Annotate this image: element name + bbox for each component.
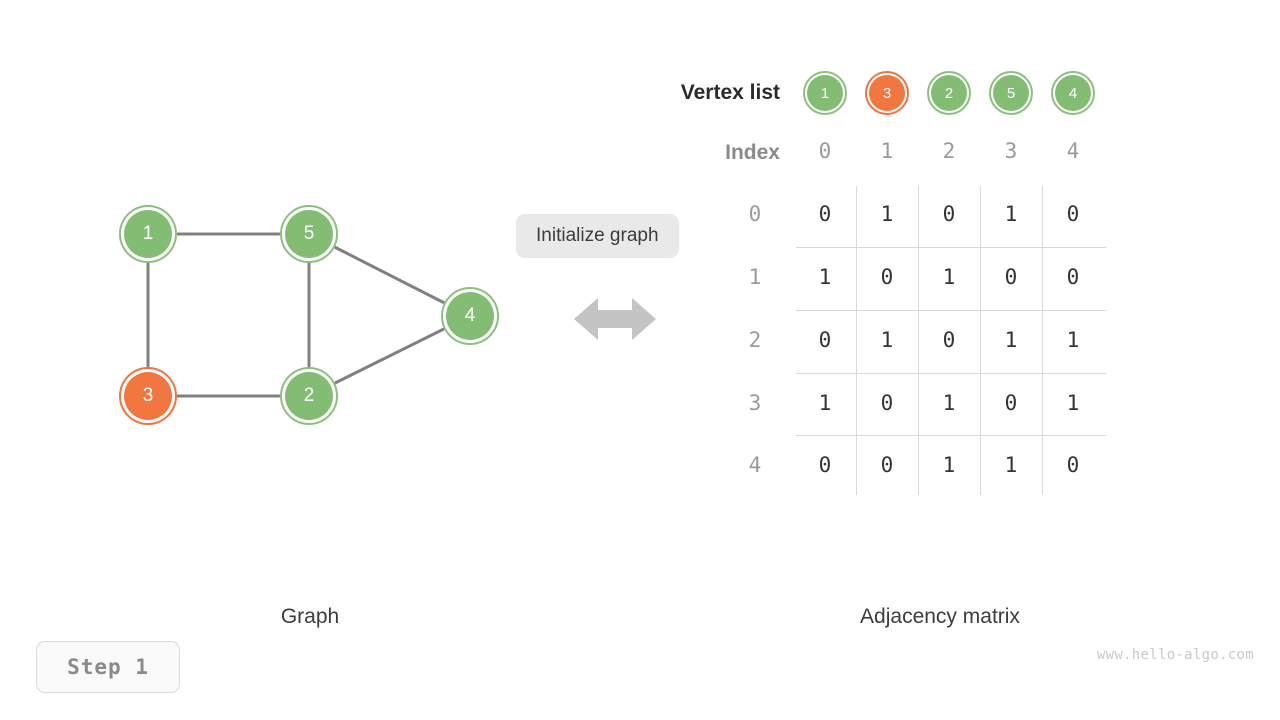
index-header-1: 1 (880, 139, 894, 163)
matrix-cell-1-3[interactable]: 0 (1004, 265, 1018, 289)
vertex-list-node-0[interactable]: 1 (803, 71, 847, 115)
grid-line-horizontal (796, 435, 1106, 436)
matrix-cell-2-4[interactable]: 1 (1066, 328, 1080, 352)
index-header-3: 3 (1004, 139, 1018, 163)
node-ring (280, 205, 338, 263)
graph-node-5[interactable]: 5 (280, 205, 338, 263)
vertex-list-label: Vertex list (680, 81, 780, 104)
node-value: 1 (124, 210, 172, 258)
matrix-cell-2-0[interactable]: 0 (818, 328, 832, 352)
vertex-list-node-1[interactable]: 3 (865, 71, 909, 115)
row-header-3: 3 (748, 391, 762, 415)
node-ring (865, 71, 909, 115)
operation-block: Initialize graph (516, 214, 712, 340)
node-ring (1051, 71, 1095, 115)
matrix-cell-1-4[interactable]: 0 (1066, 265, 1080, 289)
node-ring (989, 71, 1033, 115)
vertex-value: 5 (993, 75, 1029, 111)
matrix-cell-4-4[interactable]: 0 (1066, 453, 1080, 477)
operation-label: Initialize graph (516, 214, 679, 258)
matrix-cell-0-1[interactable]: 1 (880, 202, 894, 226)
grid-line-vertical (918, 186, 919, 495)
node-value: 3 (124, 372, 172, 420)
node-ring (441, 287, 499, 345)
node-ring (119, 367, 177, 425)
index-header-4: 4 (1066, 139, 1080, 163)
node-value: 5 (285, 210, 333, 258)
matrix-cell-3-2[interactable]: 1 (942, 391, 956, 415)
matrix-cell-4-3[interactable]: 1 (1004, 453, 1018, 477)
adjacency-matrix-caption: Adjacency matrix (860, 605, 1020, 628)
grid-line-vertical (856, 186, 857, 495)
grid-line-horizontal (796, 373, 1106, 374)
graph-node-4[interactable]: 4 (441, 287, 499, 345)
matrix-cell-3-3[interactable]: 0 (1004, 391, 1018, 415)
vertex-value: 3 (869, 75, 905, 111)
matrix-cell-0-3[interactable]: 1 (1004, 202, 1018, 226)
row-header-2: 2 (748, 328, 762, 352)
row-header-0: 0 (748, 202, 762, 226)
matrix-cell-2-2[interactable]: 0 (942, 328, 956, 352)
matrix-cell-3-4[interactable]: 1 (1066, 391, 1080, 415)
vertex-value: 4 (1055, 75, 1091, 111)
matrix-cell-0-0[interactable]: 0 (818, 202, 832, 226)
vertex-list-node-4[interactable]: 4 (1051, 71, 1095, 115)
graph-edge (334, 327, 445, 385)
graph-node-2[interactable]: 2 (280, 367, 338, 425)
index-header-0: 0 (818, 139, 832, 163)
graph-edge (334, 246, 445, 304)
matrix-cell-0-4[interactable]: 0 (1066, 202, 1080, 226)
graph-node-3[interactable]: 3 (119, 367, 177, 425)
vertex-list-node-2[interactable]: 2 (927, 71, 971, 115)
matrix-cell-4-0[interactable]: 0 (818, 453, 832, 477)
row-header-4: 4 (748, 453, 762, 477)
matrix-cell-1-0[interactable]: 1 (818, 265, 832, 289)
node-ring (119, 205, 177, 263)
grid-line-horizontal (796, 247, 1106, 248)
matrix-cell-2-1[interactable]: 1 (880, 328, 894, 352)
step-badge: Step 1 (36, 641, 180, 693)
vertex-list-node-3[interactable]: 5 (989, 71, 1033, 115)
matrix-cell-1-1[interactable]: 0 (880, 265, 894, 289)
matrix-cell-2-3[interactable]: 1 (1004, 328, 1018, 352)
index-label: Index (725, 141, 780, 164)
graph-caption: Graph (280, 605, 340, 628)
matrix-cell-3-0[interactable]: 1 (818, 391, 832, 415)
node-ring (280, 367, 338, 425)
grid-line-horizontal (796, 310, 1106, 311)
watermark: www.hello-algo.com (1096, 647, 1254, 663)
node-ring (927, 71, 971, 115)
grid-line-vertical (1042, 186, 1043, 495)
node-ring (803, 71, 847, 115)
index-header-2: 2 (942, 139, 956, 163)
vertex-value: 1 (807, 75, 843, 111)
matrix-cell-0-2[interactable]: 0 (942, 202, 956, 226)
node-value: 4 (446, 292, 494, 340)
matrix-cell-4-1[interactable]: 0 (880, 453, 894, 477)
node-value: 2 (285, 372, 333, 420)
graph-node-1[interactable]: 1 (119, 205, 177, 263)
graph-edges-layer (146, 232, 445, 398)
matrix-cell-3-1[interactable]: 0 (880, 391, 894, 415)
vertex-value: 2 (931, 75, 967, 111)
double-headed-arrow-icon (574, 298, 656, 340)
row-header-1: 1 (748, 265, 762, 289)
graph-panel: 1 5 3 2 4 (0, 0, 520, 560)
matrix-cell-4-2[interactable]: 1 (942, 453, 956, 477)
matrix-cell-1-2[interactable]: 1 (942, 265, 956, 289)
grid-line-vertical (980, 186, 981, 495)
